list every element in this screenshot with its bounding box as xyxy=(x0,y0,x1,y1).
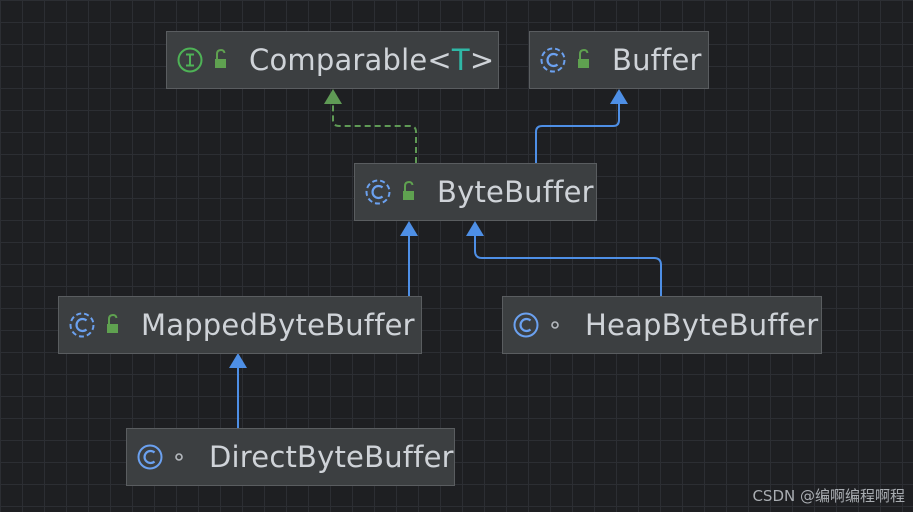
unlocked-lock-icon xyxy=(107,313,118,333)
node-mappedbytebuffer-label: MappedByteBuffer xyxy=(141,308,415,342)
node-bytebuffer[interactable]: ByteBuffer xyxy=(354,163,597,221)
node-comparable[interactable]: Comparable<T> xyxy=(166,31,499,89)
node-buffer[interactable]: Buffer xyxy=(529,31,709,89)
edge-heapbytebuffer-bytebuffer xyxy=(474,234,662,296)
class-icon xyxy=(137,444,163,470)
abstract-class-icon xyxy=(69,312,95,338)
class-icon xyxy=(513,312,539,338)
unlocked-lock-icon xyxy=(578,48,589,68)
abstract-class-icon xyxy=(365,179,391,205)
edge-bytebuffer-buffer xyxy=(535,102,620,163)
unlocked-lock-icon xyxy=(403,180,414,200)
node-mappedbytebuffer[interactable]: MappedByteBuffer xyxy=(58,296,422,354)
arrowhead-bytebuffer-right xyxy=(466,221,484,236)
watermark: CSDN @编啊编程啊程 xyxy=(752,487,905,505)
arrowhead-mappedbytebuffer xyxy=(229,353,247,368)
unlocked-lock-icon xyxy=(215,48,226,68)
arrowhead-bytebuffer-left xyxy=(400,221,418,236)
abstract-class-icon xyxy=(540,47,566,73)
node-heapbytebuffer[interactable]: HeapByteBuffer xyxy=(502,296,822,354)
node-buffer-label: Buffer xyxy=(612,43,702,77)
node-heapbytebuffer-label: HeapByteBuffer xyxy=(585,308,819,342)
arrowhead-comparable xyxy=(324,89,342,104)
interface-icon xyxy=(177,47,203,73)
package-private-icon xyxy=(175,453,183,461)
package-private-icon xyxy=(551,321,559,329)
type-parameter: T xyxy=(451,43,470,77)
node-directbytebuffer[interactable]: DirectByteBuffer xyxy=(126,428,455,486)
node-directbytebuffer-label: DirectByteBuffer xyxy=(209,440,454,474)
node-bytebuffer-label: ByteBuffer xyxy=(437,175,594,209)
node-comparable-label: Comparable<T> xyxy=(249,43,495,77)
arrowhead-buffer xyxy=(610,89,628,104)
edge-bytebuffer-comparable xyxy=(332,102,417,163)
